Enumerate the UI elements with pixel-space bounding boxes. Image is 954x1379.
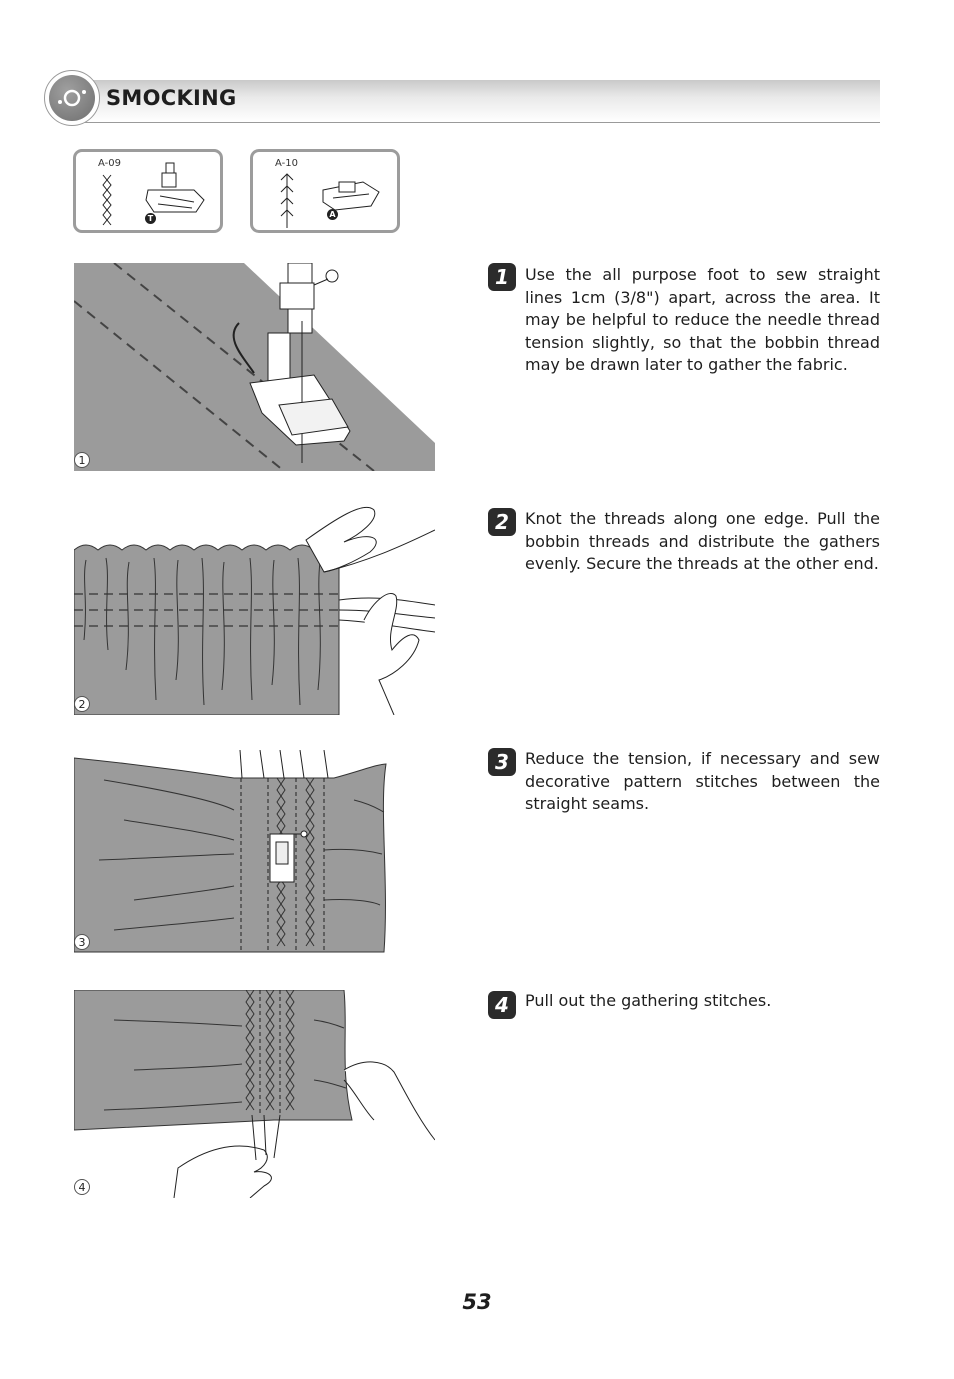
- step-badge: 2: [488, 508, 516, 536]
- figure-number: 1: [74, 452, 90, 468]
- step-text: Reduce the tension, if necessary and sew…: [525, 749, 880, 813]
- figure-number: 4: [74, 1179, 90, 1195]
- step-badge: 3: [488, 748, 516, 776]
- step-badge: 1: [488, 263, 516, 291]
- diamond-stitch-icon: [102, 162, 205, 226]
- step-badge: 4: [488, 991, 516, 1019]
- figure-number: 3: [74, 934, 90, 950]
- presser-foot-icon: [145, 162, 205, 213]
- pattern-box-a10: A-10 A: [250, 149, 400, 233]
- illustration-gathered-fabric: [74, 500, 435, 715]
- illustration-finished-smocking: [74, 990, 435, 1198]
- figure-number: 2: [74, 696, 90, 712]
- illustration-straight-lines: [74, 263, 435, 471]
- chevron-stitch-icon: [280, 173, 380, 228]
- presser-foot-icon: [322, 181, 380, 211]
- pattern-code: A-10: [275, 158, 298, 169]
- pattern-box-a09: A-09 T: [73, 149, 223, 233]
- foot-badge-a: A: [327, 209, 338, 220]
- foot-badge-t: T: [145, 213, 156, 224]
- illustration-decorative-stitching: [74, 750, 435, 953]
- step-text: Pull out the gathering stitches.: [525, 991, 772, 1010]
- step-text: Use the all purpose foot to sew straight…: [525, 265, 880, 374]
- page-number: 53: [462, 1290, 492, 1314]
- step-text: Knot the threads along one edge. Pull th…: [525, 509, 880, 573]
- header-bar: [62, 80, 880, 123]
- stitch-dots-icon: [49, 75, 95, 121]
- page-title: SMOCKING: [106, 86, 237, 110]
- pattern-code: A-09: [98, 158, 121, 169]
